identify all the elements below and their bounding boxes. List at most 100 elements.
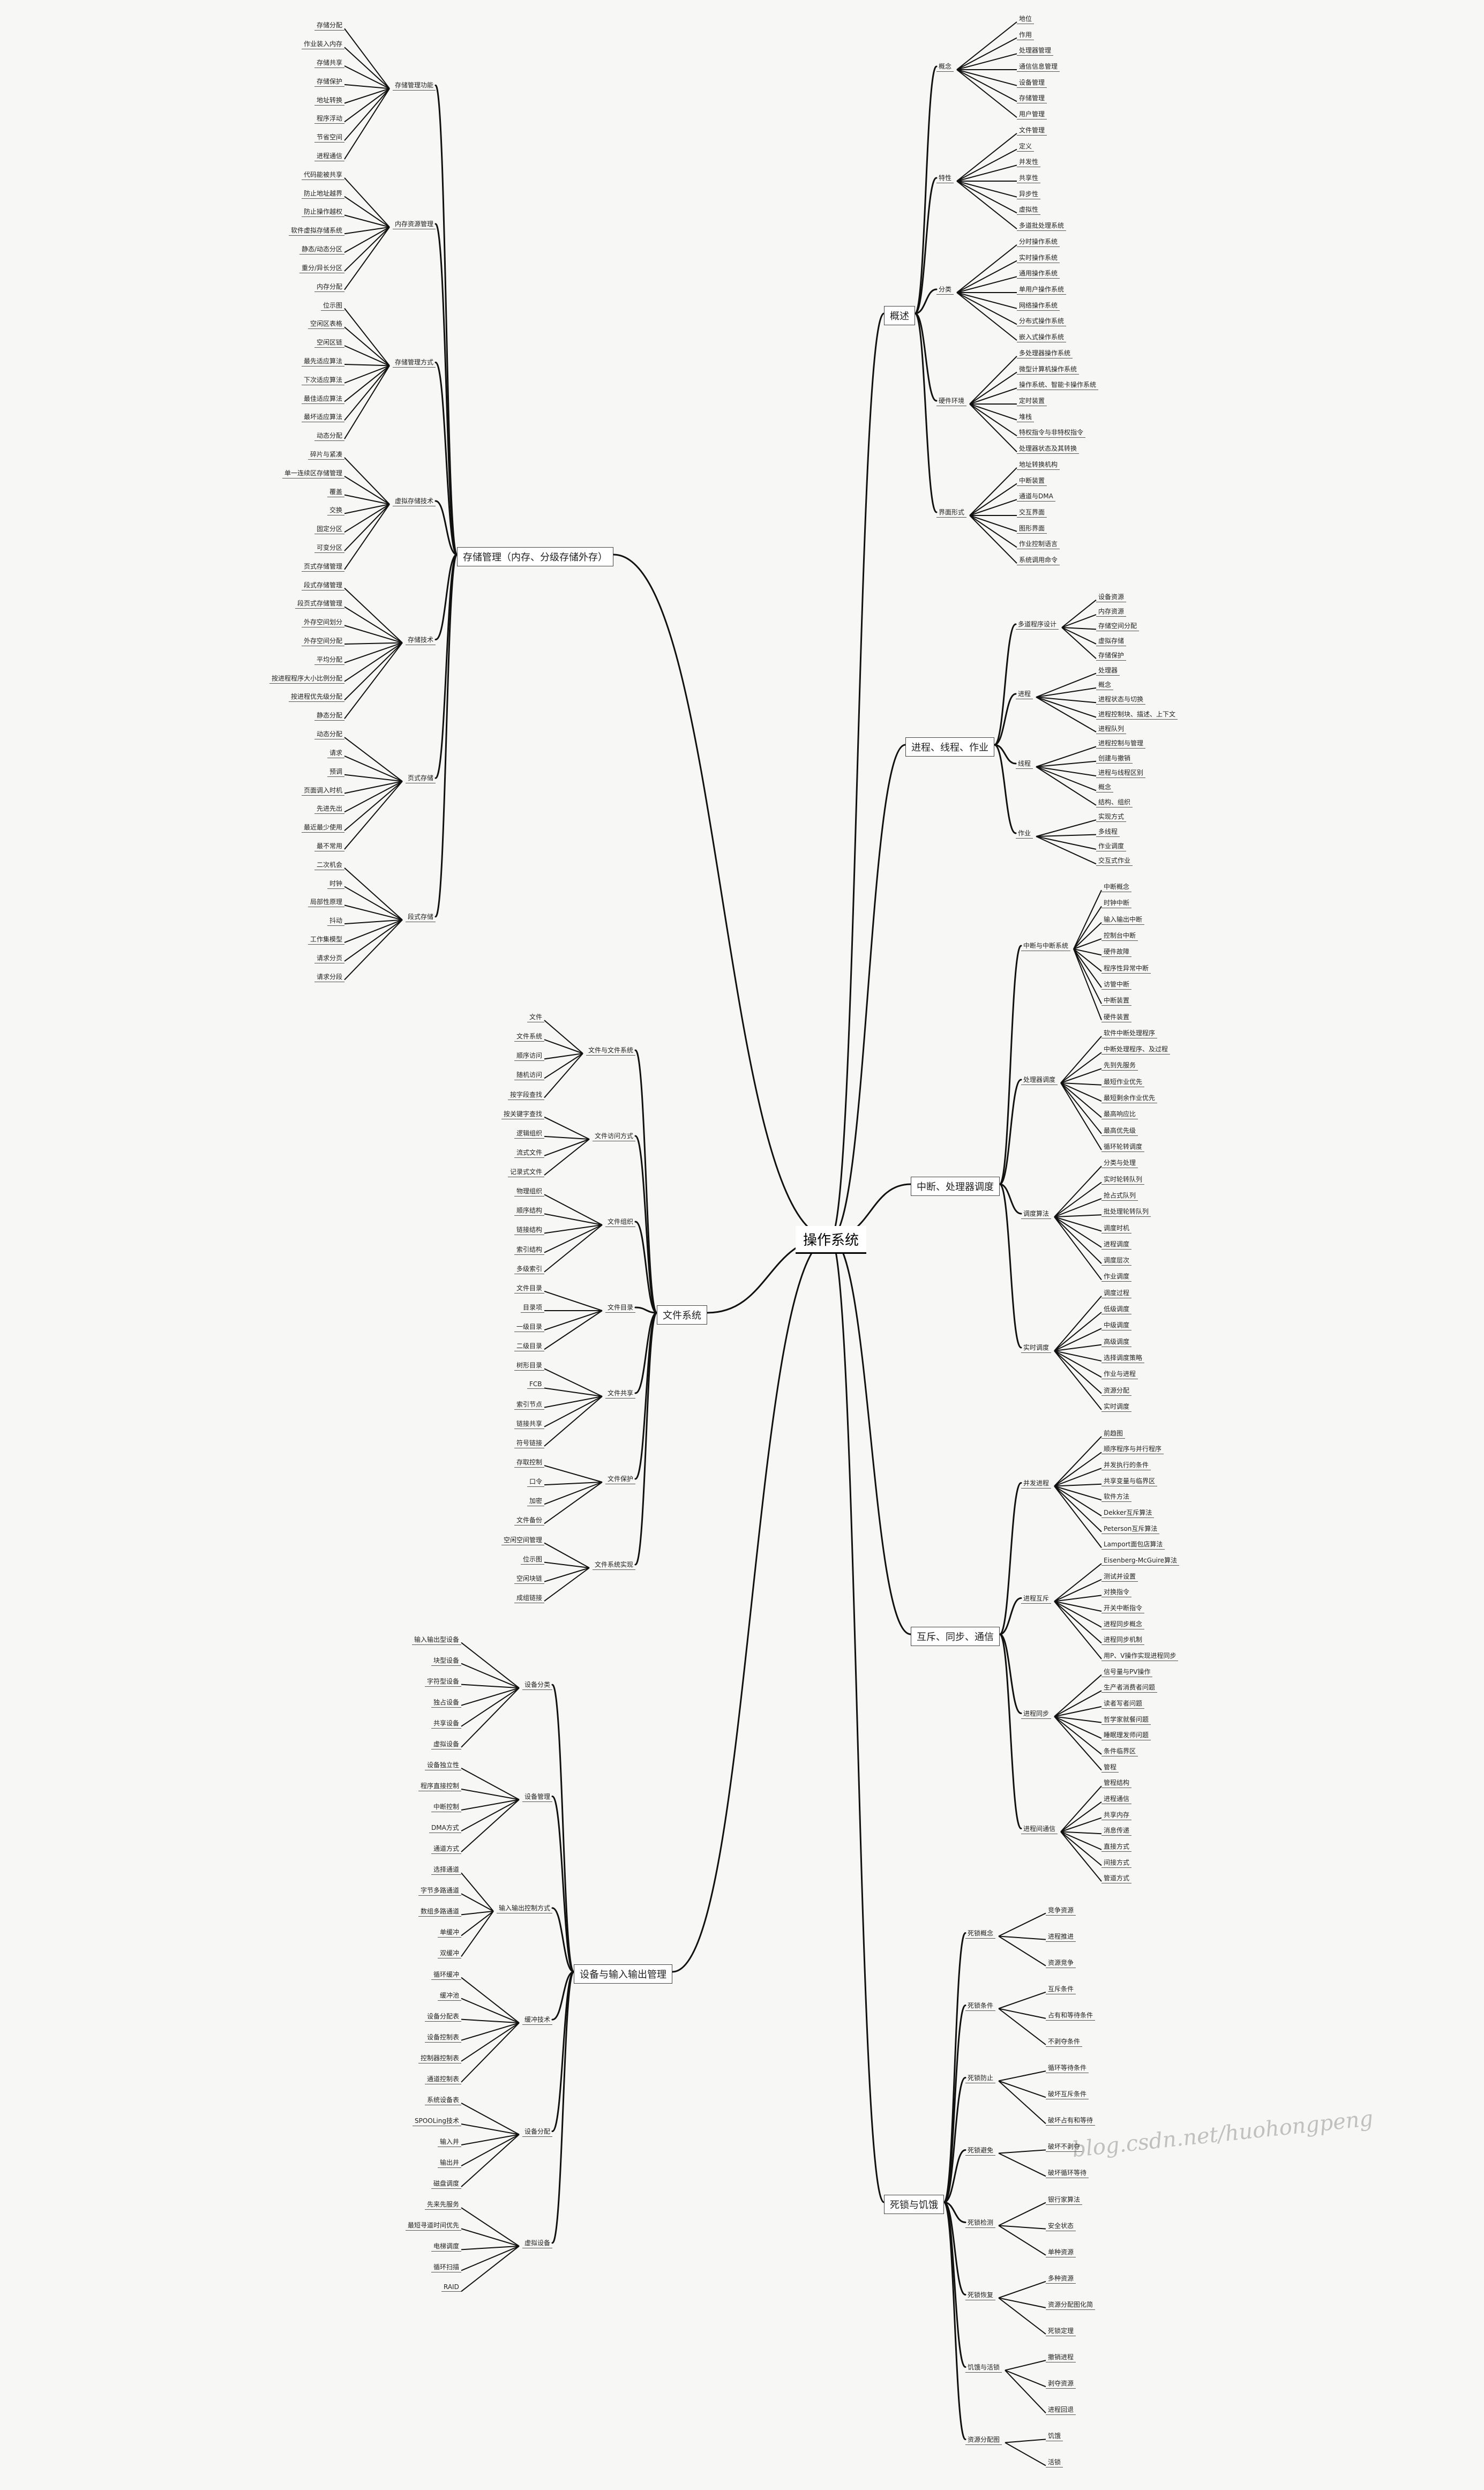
leaf-overview-8: 定义: [1017, 141, 1035, 152]
connector: [461, 1998, 520, 2024]
leaf-deadlock-2: 资源竞争: [1046, 1957, 1076, 1968]
connector: [1060, 1082, 1102, 1086]
leaf-io-11: 选择通道: [431, 1864, 462, 1875]
leaf-filesystem-22: 符号链接: [514, 1438, 545, 1448]
leaf-io-25: 输出井: [438, 2157, 462, 2169]
leaf-interrupt-4: 硬件故障: [1101, 946, 1132, 958]
leaf-overview-23: 操作系统、智能卡操作系统: [1017, 379, 1099, 391]
branch-filesystem: 文件系统: [657, 1305, 707, 1325]
leaf-deadlock-8: 破坏占有和等待: [1046, 2115, 1096, 2126]
leaf-filesystem-4: 按字段查找: [508, 1089, 545, 1100]
link: [434, 361, 458, 556]
leaf-storage-12: 静态/动态分区: [299, 244, 345, 255]
branch-interrupt: 中断、处理器调度: [911, 1177, 1000, 1196]
connector: [544, 1135, 590, 1140]
connector: [998, 2080, 1046, 2098]
connector: [956, 292, 1017, 341]
leaf-overview-32: 图形界面: [1017, 523, 1047, 534]
leaf-io-30: 循环扫描: [431, 2262, 462, 2273]
connector: [344, 504, 390, 551]
leaf-deadlock-12: 安全状态: [1046, 2220, 1076, 2231]
connector: [956, 260, 1017, 293]
connector: [998, 1991, 1046, 2009]
leaf-deadlock-4: 占有和等待条件: [1046, 2010, 1096, 2021]
connector: [461, 1788, 520, 1800]
leaf-process-4: 存储保护: [1096, 650, 1127, 661]
leaf-overview-24: 定时装置: [1017, 395, 1047, 406]
root-node: 操作系统: [796, 1226, 867, 1254]
connector: [544, 1139, 590, 1156]
sub-deadlock-6: 饥饿与活锁: [965, 2362, 1002, 2373]
sub-filesystem-2: 文件组织: [605, 1216, 636, 1227]
connector: [1073, 922, 1102, 949]
connector: [1005, 2439, 1046, 2443]
leaf-interrupt-30: 作业与进程: [1101, 1369, 1138, 1380]
leaf-process-9: 进程队列: [1096, 723, 1127, 734]
connector: [1054, 1198, 1102, 1217]
leaf-filesystem-15: 目录项: [521, 1302, 545, 1313]
connector: [1036, 766, 1097, 777]
leaf-io-8: 中断控制: [431, 1801, 462, 1813]
link: [999, 1633, 1022, 1714]
connector: [956, 69, 1017, 102]
leaf-storage-20: 最佳适应算法: [302, 393, 345, 404]
leaf-sync-12: 进程同步概念: [1101, 1619, 1145, 1629]
leaf-interrupt-5: 程序性异常中断: [1101, 963, 1151, 974]
sub-io-5: 虚拟设备: [522, 2238, 553, 2248]
connector: [956, 244, 1017, 293]
connector: [461, 1799, 520, 1831]
connector: [1054, 1674, 1102, 1717]
connector: [461, 2134, 520, 2187]
connector: [344, 587, 403, 644]
leaf-io-4: 共享设备: [431, 1718, 462, 1729]
leaf-overview-11: 异步性: [1017, 189, 1041, 199]
connector: [544, 1020, 583, 1054]
connector: [344, 919, 403, 925]
connector: [1054, 1468, 1102, 1487]
branch-overview: 概述: [884, 306, 915, 325]
connector: [1036, 836, 1097, 865]
leaf-deadlock-18: 剥夺资源: [1046, 2378, 1076, 2389]
leaf-sync-27: 间接方式: [1101, 1857, 1132, 1868]
leaf-deadlock-15: 资源分配图化简: [1046, 2299, 1096, 2310]
link: [999, 1183, 1022, 1349]
leaf-process-15: 实现方式: [1096, 811, 1127, 822]
connector: [344, 365, 390, 384]
connector: [1054, 1485, 1102, 1501]
leaf-process-6: 概念: [1096, 679, 1114, 690]
sub-storage-4: 存储技术: [406, 634, 436, 645]
leaf-deadlock-16: 死锁定理: [1046, 2326, 1076, 2336]
leaf-io-9: DMA方式: [429, 1822, 461, 1834]
leaf-process-3: 虚拟存储: [1096, 635, 1127, 646]
connector: [544, 1139, 590, 1176]
leaf-overview-33: 作业控制语言: [1017, 539, 1060, 550]
connector: [956, 181, 1017, 198]
leaf-overview-31: 交互界面: [1017, 507, 1047, 518]
leaf-process-17: 作业调度: [1096, 841, 1127, 851]
connector: [1005, 2369, 1046, 2413]
leaf-deadlock-17: 撤销进程: [1046, 2352, 1076, 2363]
connector: [1060, 1831, 1102, 1866]
connector: [461, 1687, 520, 1727]
leaf-deadlock-1: 进程推进: [1046, 1931, 1076, 1942]
connector: [1073, 938, 1102, 949]
leaf-process-2: 存储空间分配: [1096, 620, 1140, 632]
connector: [969, 515, 1017, 564]
leaf-storage-48: 抖动: [327, 915, 345, 926]
connector: [344, 755, 403, 782]
connector: [1054, 1216, 1102, 1264]
connector: [998, 2149, 1046, 2154]
connector: [1054, 1601, 1102, 1628]
leaf-storage-51: 请求分段: [314, 971, 345, 982]
leaf-deadlock-19: 进程回退: [1046, 2404, 1076, 2416]
leaf-interrupt-2: 输入输出中断: [1101, 914, 1145, 925]
leaf-interrupt-27: 中级调度: [1101, 1320, 1132, 1331]
leaf-interrupt-26: 低级调度: [1101, 1304, 1132, 1315]
connector: [544, 1396, 603, 1408]
leaf-sync-0: 前趋图: [1101, 1428, 1126, 1439]
link: [634, 1312, 658, 1394]
leaf-interrupt-18: 实时轮转队列: [1101, 1174, 1145, 1185]
leaf-storage-36: 按进程优先级分配: [289, 691, 345, 702]
sub-io-4: 设备分配: [522, 2126, 553, 2137]
leaf-deadlock-9: 破坏不剥夺: [1046, 2141, 1083, 2152]
